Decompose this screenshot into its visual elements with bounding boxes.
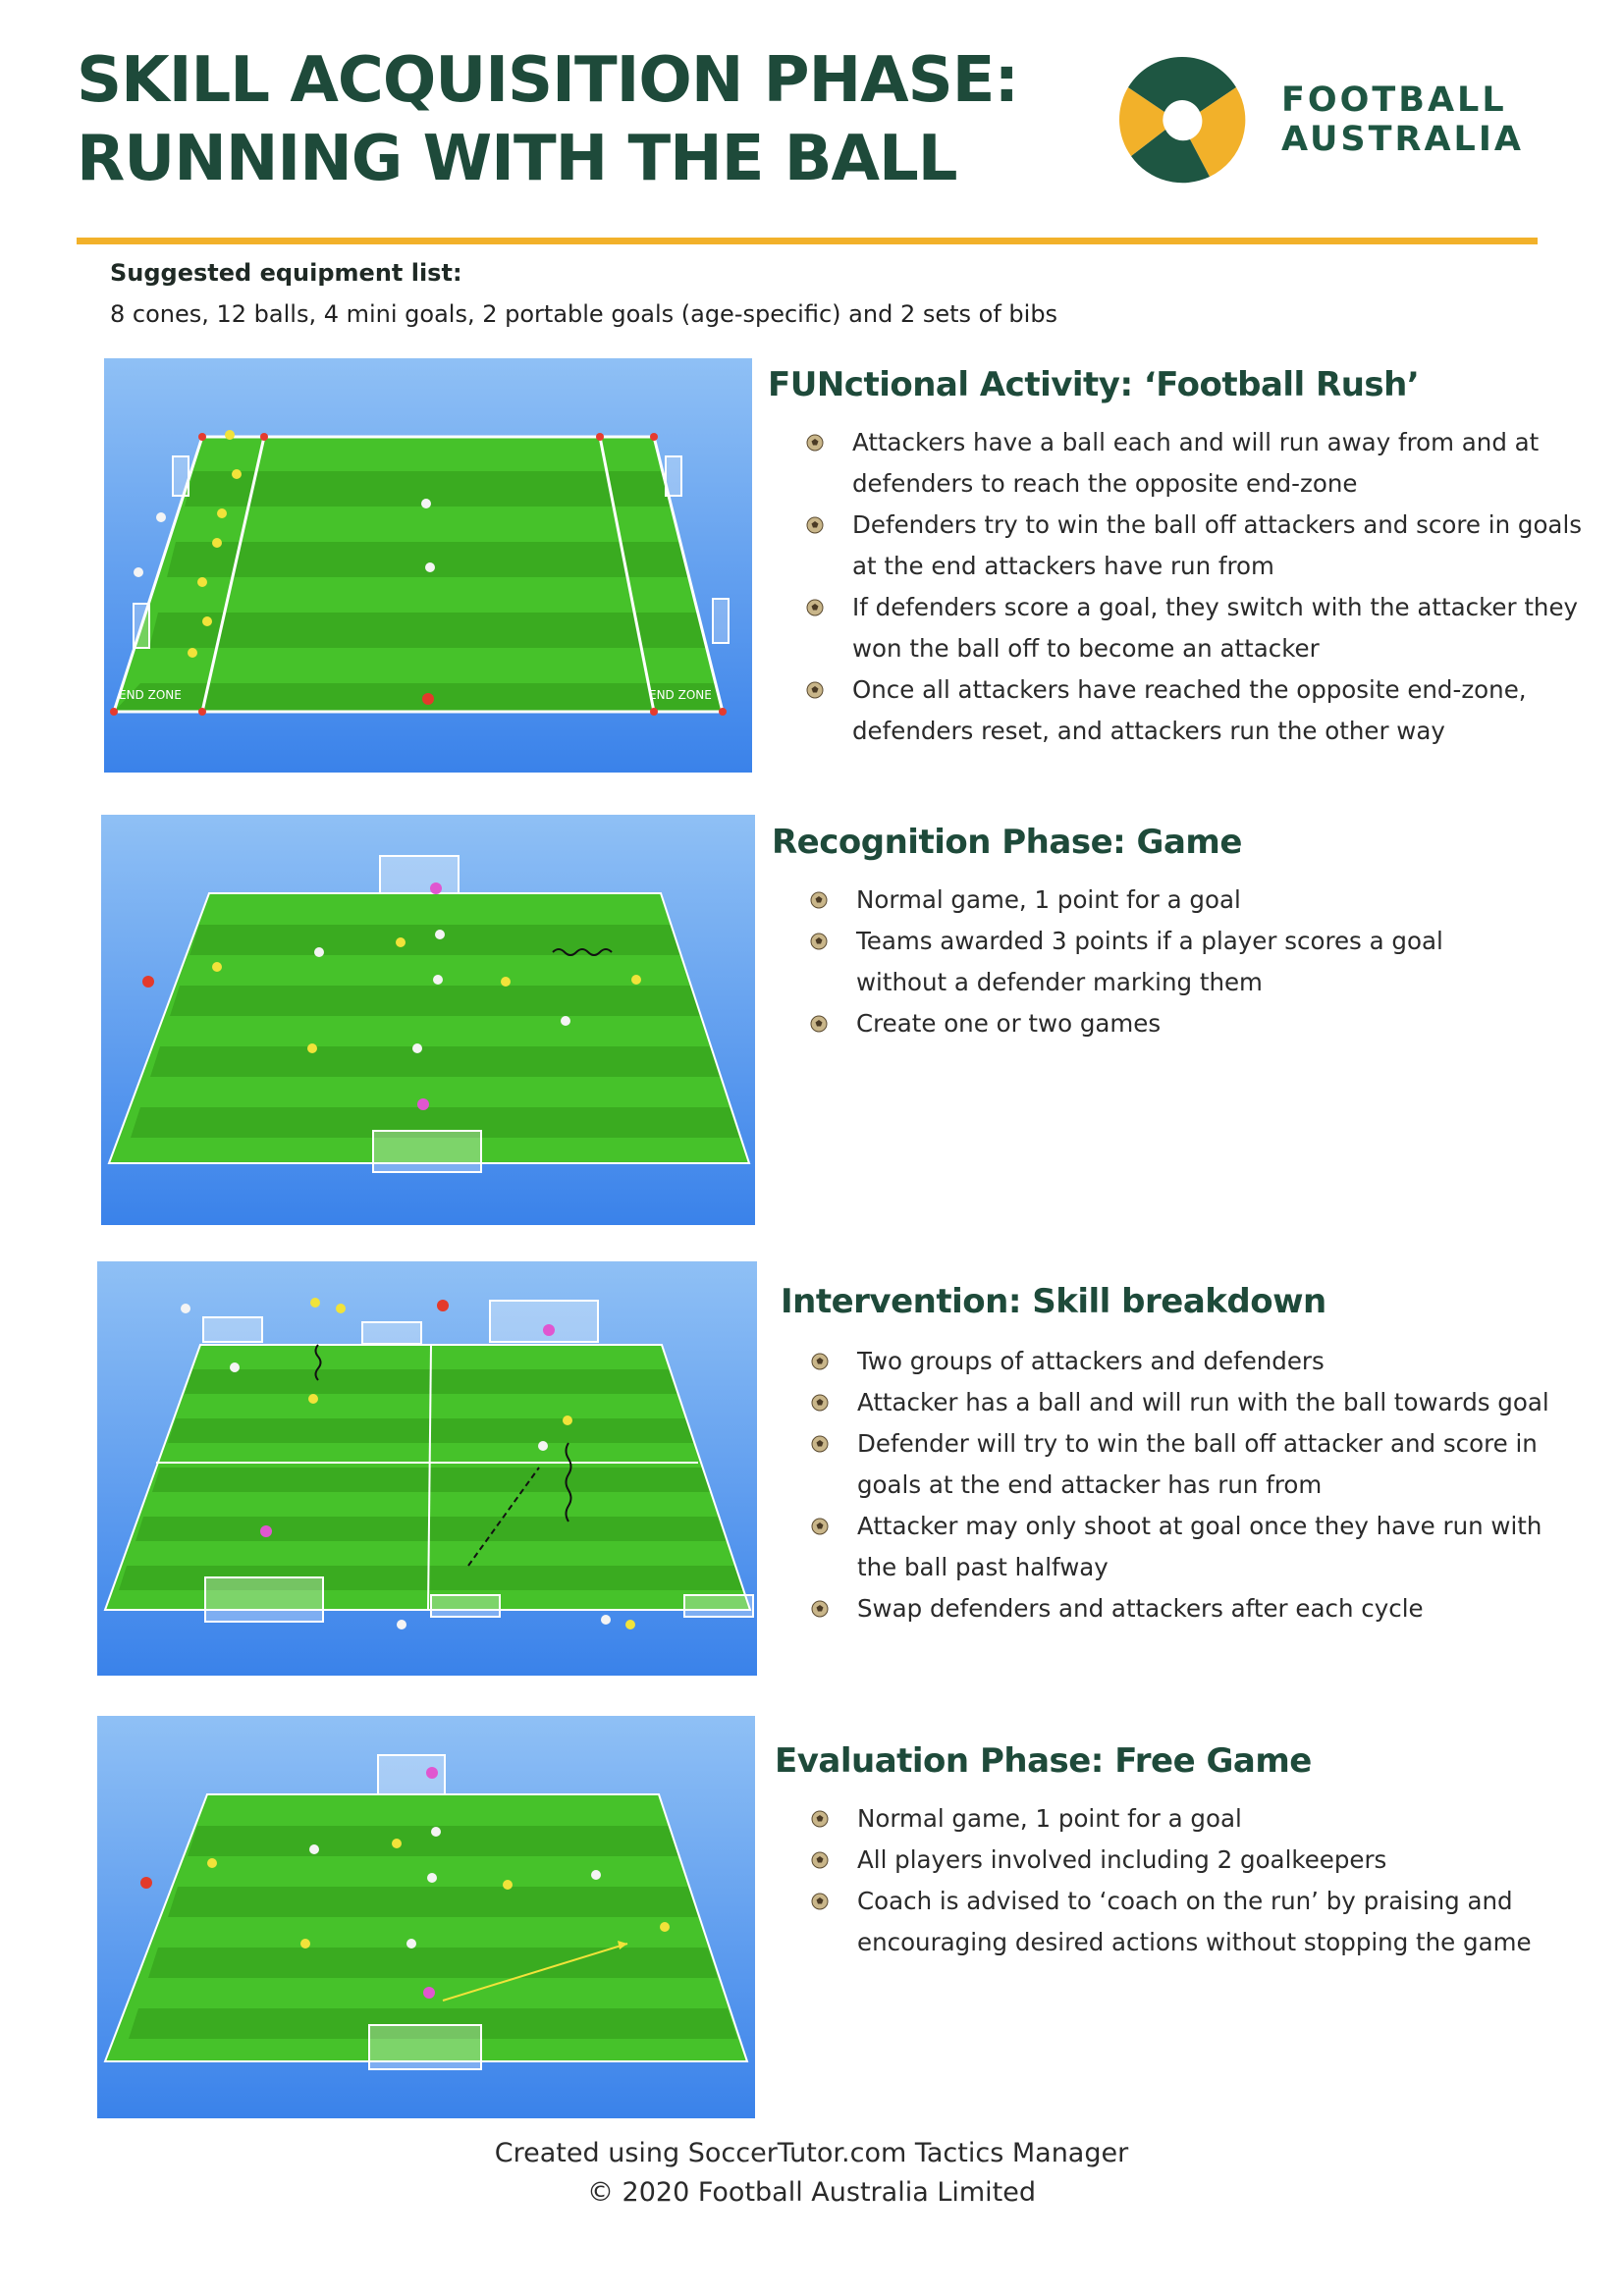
list-item-continued: without a defender marking them bbox=[856, 968, 1263, 996]
bullets-intervention: Two groups of attackers and defenders At… bbox=[802, 1341, 1588, 1629]
list-item: Normal game, 1 point for a goal bbox=[801, 880, 1567, 921]
end-zone-left-label: END ZONE bbox=[119, 688, 182, 702]
list-item: Attackers have a ball each and will run … bbox=[797, 422, 1583, 463]
equipment-text: 8 cones, 12 balls, 4 mini goals, 2 porta… bbox=[110, 300, 1058, 328]
header-divider bbox=[77, 238, 1538, 244]
pitch-diagram-2 bbox=[101, 815, 755, 1225]
bullets-recognition-phase: Normal game, 1 point for a goal Teams aw… bbox=[801, 880, 1567, 1044]
list-item-continued: goals at the end attacker has run from bbox=[857, 1470, 1323, 1499]
soccer-ball-icon bbox=[811, 1394, 829, 1412]
list-item: If defenders score a goal, they switch w… bbox=[797, 587, 1583, 628]
footer-copyright: © 2020 Football Australia Limited bbox=[586, 2177, 1037, 2208]
title-line-1: SKILL ACQUISITION PHASE: bbox=[77, 44, 1019, 117]
soccer-ball-icon bbox=[811, 1353, 829, 1370]
soccer-ball-icon bbox=[810, 933, 828, 950]
footer-credit: Created using SoccerTutor.com Tactics Ma… bbox=[494, 2138, 1129, 2168]
soccer-ball-icon bbox=[811, 1600, 829, 1618]
list-item: Coach is advised to ‘coach on the run’ b… bbox=[802, 1881, 1588, 1922]
logo-wordmark: FOOTBALL AUSTRALIA bbox=[1281, 80, 1524, 159]
list-item: Attacker has a ball and will run with th… bbox=[802, 1382, 1588, 1423]
equipment-label: Suggested equipment list: bbox=[110, 259, 462, 287]
section-title-recognition-phase: Recognition Phase: Game bbox=[772, 823, 1242, 862]
list-item-continued: won the ball off to become an attacker bbox=[852, 634, 1320, 663]
players-white bbox=[134, 499, 435, 577]
list-item-continued: defenders to reach the opposite end-zone bbox=[852, 469, 1358, 498]
bullets-functional-activity: Attackers have a ball each and will run … bbox=[797, 422, 1583, 752]
list-item: Defenders try to win the ball off attack… bbox=[797, 505, 1583, 546]
soccer-ball-icon bbox=[810, 891, 828, 909]
section-title-functional-activity: FUNctional Activity: ‘Football Rush’ bbox=[768, 365, 1420, 404]
list-item: Two groups of attackers and defenders bbox=[802, 1341, 1588, 1382]
soccer-ball-icon bbox=[811, 1810, 829, 1828]
section-title-intervention: Intervention: Skill breakdown bbox=[781, 1282, 1326, 1321]
list-item: All players involved including 2 goalkee… bbox=[802, 1840, 1588, 1881]
pitch-diagram-3 bbox=[97, 1261, 757, 1676]
list-item: Swap defenders and attackers after each … bbox=[802, 1588, 1588, 1629]
football-australia-logo-icon bbox=[1119, 56, 1246, 184]
diagram-football-rush: END ZONE END ZONE bbox=[104, 358, 752, 773]
list-item-continued: encouraging desired actions without stop… bbox=[857, 1928, 1532, 1956]
logo-line-1: FOOTBALL bbox=[1281, 80, 1507, 120]
title-line-2: RUNNING WITH THE BALL bbox=[77, 123, 958, 195]
soccer-ball-icon bbox=[806, 599, 824, 616]
list-item: Teams awarded 3 points if a player score… bbox=[801, 921, 1567, 962]
goal-top bbox=[379, 855, 460, 894]
page-title: SKILL ACQUISITION PHASE: RUNNING WITH TH… bbox=[77, 41, 1019, 198]
diagram-recognition-game bbox=[101, 815, 755, 1225]
pitch-diagram-4 bbox=[97, 1716, 755, 2118]
list-item-continued: at the end attackers have run from bbox=[852, 552, 1274, 580]
section-title-evaluation-phase: Evaluation Phase: Free Game bbox=[775, 1741, 1312, 1781]
soccer-ball-icon bbox=[810, 1015, 828, 1033]
diagram-free-game bbox=[97, 1716, 755, 2118]
coach-red bbox=[422, 693, 434, 705]
goal-bottom bbox=[372, 1130, 482, 1173]
list-item: Normal game, 1 point for a goal bbox=[802, 1798, 1588, 1840]
players-yellow bbox=[188, 430, 242, 658]
soccer-ball-icon bbox=[806, 516, 824, 534]
pitch-diagram-1: END ZONE END ZONE bbox=[104, 358, 752, 773]
diagram-skill-breakdown bbox=[97, 1261, 757, 1676]
list-item-continued: defenders reset, and attackers run the o… bbox=[852, 717, 1445, 745]
list-item: Defender will try to win the ball off at… bbox=[802, 1423, 1588, 1465]
list-item: Create one or two games bbox=[801, 1003, 1567, 1044]
soccer-ball-icon bbox=[811, 1893, 829, 1910]
list-item-continued: the ball past halfway bbox=[857, 1553, 1109, 1581]
soccer-ball-icon bbox=[811, 1518, 829, 1535]
bullets-evaluation-phase: Normal game, 1 point for a goal All play… bbox=[802, 1798, 1588, 1963]
soccer-ball-icon bbox=[806, 434, 824, 452]
list-item: Once all attackers have reached the oppo… bbox=[797, 669, 1583, 711]
logo-line-2: AUSTRALIA bbox=[1281, 120, 1524, 159]
list-item: Attacker may only shoot at goal once the… bbox=[802, 1506, 1588, 1547]
soccer-ball-icon bbox=[811, 1435, 829, 1453]
end-zone-right-label: END ZONE bbox=[649, 688, 712, 702]
soccer-ball-icon bbox=[806, 681, 824, 699]
soccer-ball-icon bbox=[811, 1851, 829, 1869]
